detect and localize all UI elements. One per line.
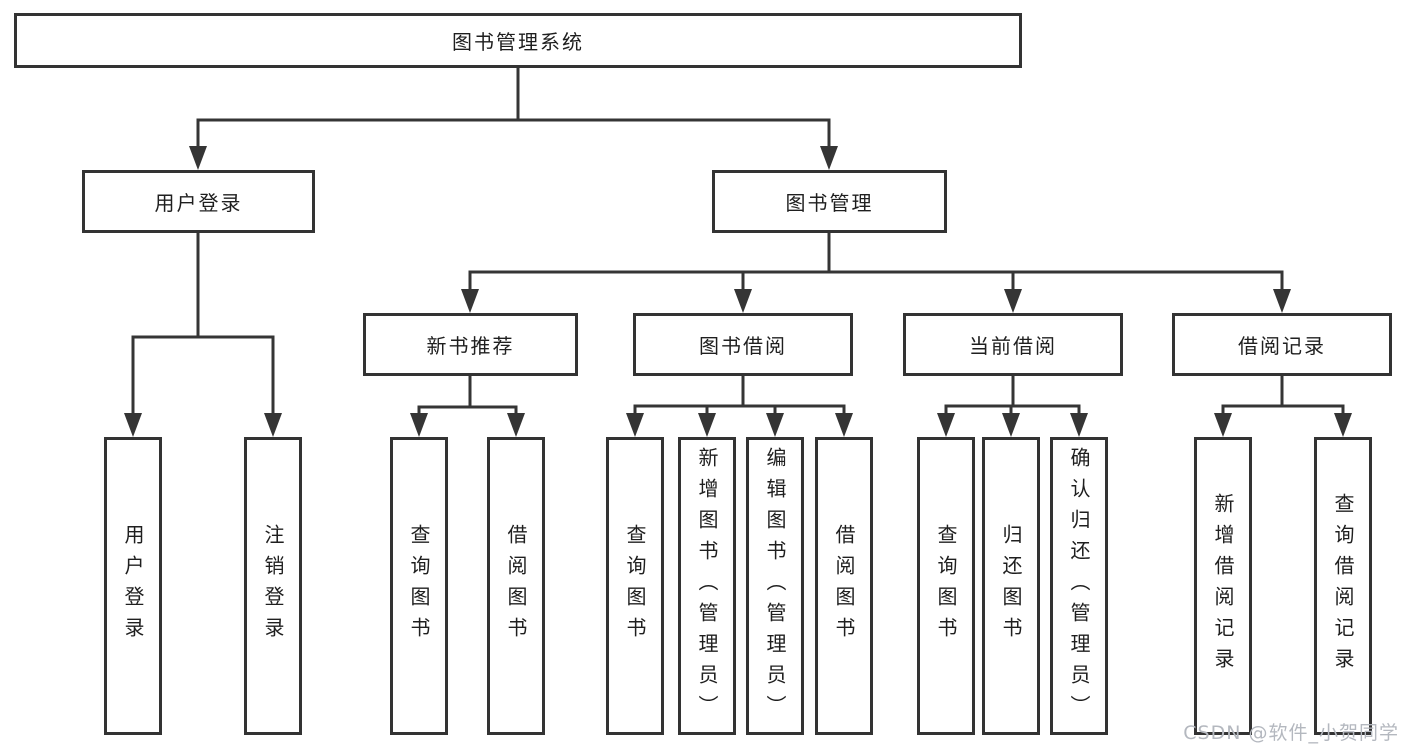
- node-logout: 注销登录: [244, 437, 302, 735]
- node-user-login-module: 用户登录: [82, 170, 315, 233]
- connector-current-borrowing-branch: [937, 374, 1088, 437]
- node-library-management-system: 图书管理系统: [14, 13, 1022, 68]
- node-user-login: 用户登录: [104, 437, 162, 735]
- node-edit-books-admin: 编辑图书（管理员）: [746, 437, 804, 735]
- connector-book-borrowing-branch: [626, 374, 853, 437]
- node-add-borrow-record: 新增借阅记录: [1194, 437, 1252, 735]
- connector-user-login-branch: [124, 231, 282, 437]
- node-borrow-books-1: 借阅图书: [487, 437, 545, 735]
- node-confirm-return-admin: 确认归还（管理员）: [1050, 437, 1108, 735]
- node-query-books-1: 查询图书: [390, 437, 448, 735]
- watermark-text: CSDN @软件_小贺同学: [1183, 722, 1399, 744]
- node-return-books: 归还图书: [982, 437, 1040, 735]
- connector-borrowing-records-branch: [1214, 374, 1352, 437]
- node-query-books-3: 查询图书: [917, 437, 975, 735]
- node-current-borrowing: 当前借阅: [903, 313, 1123, 376]
- connector-book-management-to-level3: [461, 231, 1291, 313]
- connector-root-to-level2: [189, 66, 838, 170]
- node-book-management-module: 图书管理: [712, 170, 947, 233]
- node-new-book-recommendation: 新书推荐: [363, 313, 578, 376]
- node-book-borrowing: 图书借阅: [633, 313, 853, 376]
- node-query-borrow-record: 查询借阅记录: [1314, 437, 1372, 735]
- node-borrow-books-2: 借阅图书: [815, 437, 873, 735]
- connector-new-book-branch: [410, 374, 525, 437]
- node-add-books-admin: 新增图书（管理员）: [678, 437, 736, 735]
- node-query-books-2: 查询图书: [606, 437, 664, 735]
- node-borrowing-records: 借阅记录: [1172, 313, 1392, 376]
